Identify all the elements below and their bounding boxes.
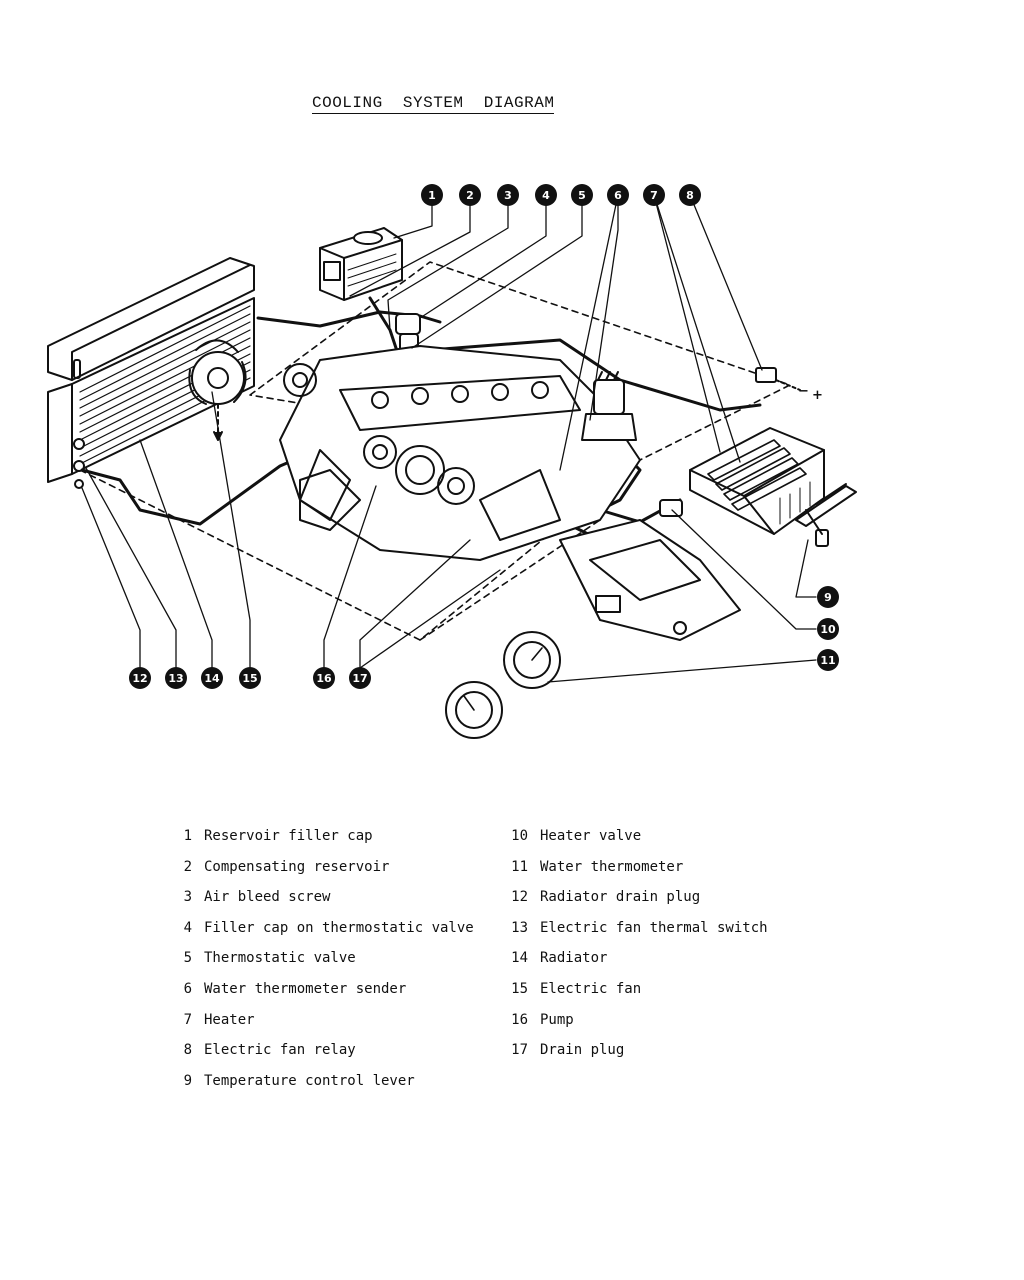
distributor-drawing bbox=[581, 371, 637, 441]
legend-label: Radiator bbox=[540, 950, 608, 966]
svg-text:4: 4 bbox=[542, 189, 550, 202]
svg-text:1: 1 bbox=[428, 189, 436, 202]
svg-text:16: 16 bbox=[316, 672, 332, 685]
legend-number: 13 bbox=[511, 920, 528, 936]
svg-text:2: 2 bbox=[466, 189, 474, 202]
svg-text:7: 7 bbox=[650, 189, 658, 202]
svg-text:9: 9 bbox=[824, 591, 832, 604]
legend-number: 8 bbox=[183, 1042, 192, 1058]
legend-label: Air bleed screw bbox=[204, 889, 331, 905]
callout-4: 4 bbox=[535, 184, 557, 206]
page-title: COOLING SYSTEM DIAGRAM bbox=[312, 94, 555, 114]
temperature-control-lever-drawing bbox=[795, 483, 857, 547]
callout-5: 5 bbox=[571, 184, 593, 206]
callout-11: 11 bbox=[817, 649, 839, 671]
legend-number: 3 bbox=[183, 889, 192, 905]
callout-12: 12 bbox=[129, 667, 151, 689]
legend-label: Thermostatic valve bbox=[204, 950, 356, 966]
svg-text:12: 12 bbox=[132, 672, 147, 685]
relay-plus-sign: + bbox=[812, 388, 823, 403]
legend-number: 5 bbox=[183, 950, 192, 966]
legend-label: Drain plug bbox=[540, 1042, 625, 1058]
svg-text:15: 15 bbox=[242, 672, 257, 685]
callout-1: 1 bbox=[421, 184, 443, 206]
electric-fan-drawing bbox=[188, 339, 247, 441]
svg-text:10: 10 bbox=[820, 623, 836, 636]
callout-16: 16 bbox=[313, 667, 335, 689]
callout-badges: 1 2 3 4 5 6 7 8 9 10 11 12 13 14 15 16 1… bbox=[129, 184, 839, 689]
svg-text:11: 11 bbox=[820, 654, 835, 667]
callout-10: 10 bbox=[817, 618, 839, 640]
legend-number: 1 bbox=[183, 828, 192, 844]
svg-text:6: 6 bbox=[614, 189, 622, 202]
legend-label: Electric fan thermal switch bbox=[540, 920, 768, 936]
legend-number: 9 bbox=[183, 1073, 192, 1089]
legend-number: 17 bbox=[511, 1042, 528, 1058]
electric-fan-relay-drawing bbox=[755, 367, 801, 391]
svg-text:14: 14 bbox=[204, 672, 220, 685]
callout-8: 8 bbox=[679, 184, 701, 206]
water-thermometer-drawing bbox=[445, 631, 561, 739]
callout-14: 14 bbox=[201, 667, 223, 689]
svg-text:5: 5 bbox=[578, 189, 586, 202]
legend-label: Heater bbox=[204, 1012, 255, 1028]
engine-block-drawing bbox=[279, 345, 641, 561]
legend-label: Water thermometer sender bbox=[204, 981, 407, 997]
legend-label: Heater valve bbox=[540, 828, 642, 844]
callout-3: 3 bbox=[497, 184, 519, 206]
svg-text:3: 3 bbox=[504, 189, 512, 202]
callout-15: 15 bbox=[239, 667, 261, 689]
callout-7: 7 bbox=[643, 184, 665, 206]
callout-9: 9 bbox=[817, 586, 839, 608]
legend-label: Reservoir filler cap bbox=[204, 828, 373, 844]
callout-2: 2 bbox=[459, 184, 481, 206]
svg-text:13: 13 bbox=[168, 672, 183, 685]
legend-number: 14 bbox=[511, 950, 528, 966]
heater-valve-drawing bbox=[659, 499, 683, 517]
legend-label: Temperature control lever bbox=[204, 1073, 415, 1089]
legend-label: Electric fan bbox=[540, 981, 642, 997]
svg-text:8: 8 bbox=[686, 189, 694, 202]
callout-6: 6 bbox=[607, 184, 629, 206]
relay-minus-sign: − bbox=[798, 384, 809, 399]
legend-label: Pump bbox=[540, 1012, 574, 1028]
legend-number: 15 bbox=[511, 981, 528, 997]
legend-label: Water thermometer bbox=[540, 859, 684, 875]
legend-number: 11 bbox=[511, 859, 528, 875]
compensating-reservoir-drawing bbox=[319, 227, 403, 301]
legend-label: Electric fan relay bbox=[204, 1042, 356, 1058]
legend-label: Compensating reservoir bbox=[204, 859, 390, 875]
legend-number: 4 bbox=[183, 920, 192, 936]
legend-label: Filler cap on thermostatic valve bbox=[204, 920, 474, 936]
legend-number: 16 bbox=[511, 1012, 528, 1028]
legend-label: Radiator drain plug bbox=[540, 889, 701, 905]
callout-17: 17 bbox=[349, 667, 371, 689]
legend-number: 12 bbox=[511, 889, 528, 905]
svg-text:17: 17 bbox=[352, 672, 367, 685]
leader-lines bbox=[81, 194, 817, 683]
gearbox-drawing bbox=[559, 519, 741, 641]
legend-number: 6 bbox=[183, 981, 192, 997]
legend-number: 7 bbox=[183, 1012, 192, 1028]
cooling-system-illustration: − + 1 2 3 4 5 6 7 8 9 10 11 12 13 14 15 … bbox=[47, 184, 857, 739]
legend-number: 2 bbox=[183, 859, 192, 875]
callout-13: 13 bbox=[165, 667, 187, 689]
legend-number: 10 bbox=[511, 828, 528, 844]
